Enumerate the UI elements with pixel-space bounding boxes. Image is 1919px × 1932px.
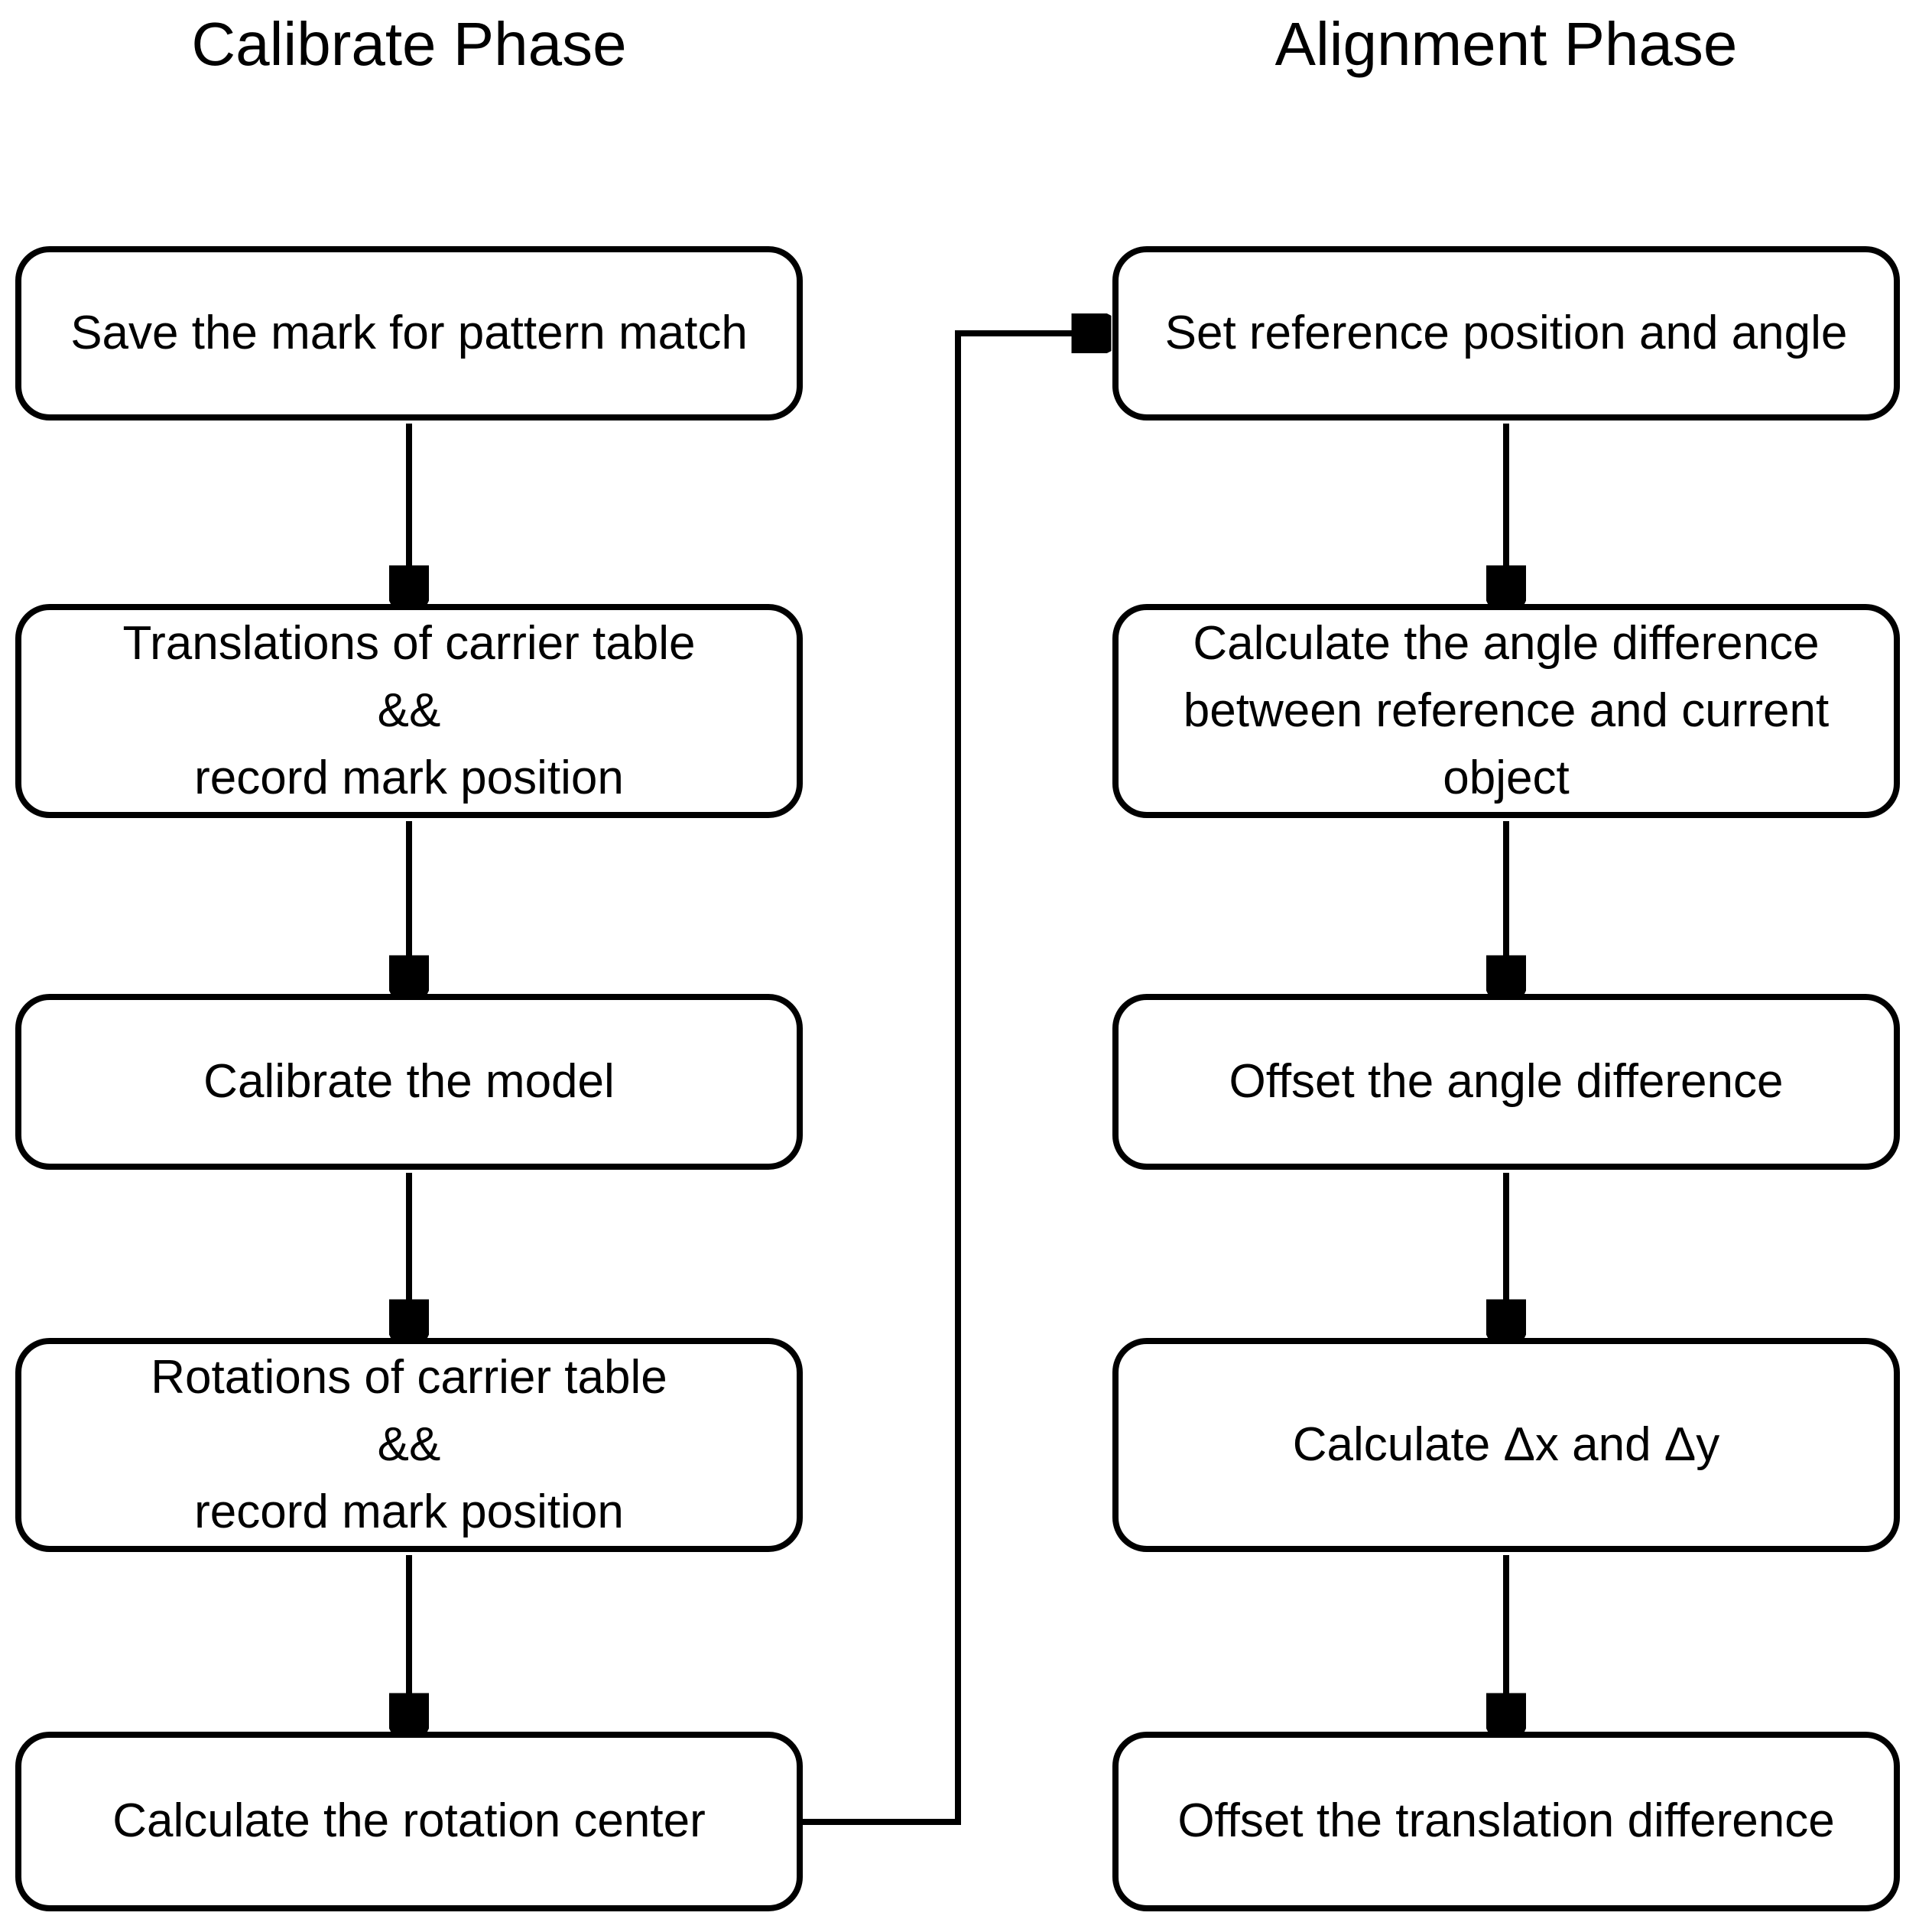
connector-rotation-center-to-set-reference	[803, 333, 1106, 1825]
node-translations-carrier-table: Translations of carrier table && record …	[15, 604, 803, 818]
node-set-reference-position-angle: Set reference position and angle	[1112, 246, 1900, 420]
node-rotations-carrier-table: Rotations of carrier table && record mar…	[15, 1338, 803, 1552]
node-calculate-rotation-center: Calculate the rotation center	[15, 1732, 803, 1911]
column-title-alignment-phase: Alignment Phase	[1274, 10, 1738, 78]
node-calculate-angle-difference: Calculate the angle difference between r…	[1112, 604, 1900, 818]
node-offset-angle-difference: Offset the angle difference	[1112, 994, 1900, 1170]
node-calculate-delta-x-y: Calculate Δx and Δy	[1112, 1338, 1900, 1552]
column-title-calibrate-phase: Calibrate Phase	[191, 10, 627, 78]
node-offset-translation-difference: Offset the translation difference	[1112, 1732, 1900, 1911]
node-save-mark-pattern-match: Save the mark for pattern match	[15, 246, 803, 420]
node-calibrate-model: Calibrate the model	[15, 994, 803, 1170]
